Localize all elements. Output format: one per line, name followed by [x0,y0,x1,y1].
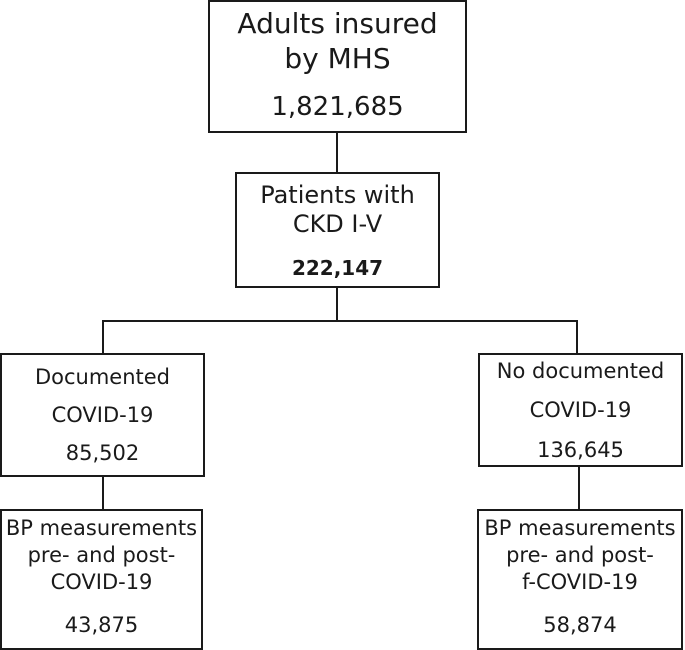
connector-documented-to-bp [102,477,104,509]
node-adults-insured-line1: Adults insured [237,7,438,40]
node-ckd-count: 222,147 [291,256,384,280]
node-documented-line2: COVID-19 [51,403,154,427]
node-adults-insured-line2: by MHS [284,42,391,75]
node-no-documented-covid: No documented COVID-19 136,645 [478,353,683,467]
node-bp-documented: BP measurements pre- and post- COVID-19 … [0,509,203,650]
node-documented-line1: Documented [34,365,171,389]
connector-branch-left-down [102,320,104,353]
node-ckd-patients: Patients with CKD I-V 222,147 [235,172,440,288]
node-bp-documented-line1: BP measurements [5,516,198,540]
node-ckd-line1: Patients with [260,181,415,209]
node-documented-covid: Documented COVID-19 85,502 [0,353,205,477]
connector-root-to-ckd [336,133,338,172]
node-bp-no-documented-count: 58,874 [543,613,617,637]
connector-ckd-down [336,288,338,321]
node-ckd-line2: CKD I-V [292,210,383,238]
node-bp-documented-line3: COVID-19 [50,570,153,594]
connector-nodocumented-to-bp [578,467,580,509]
node-bp-no-documented-line3: f-COVID-19 [522,570,638,594]
node-bp-documented-count: 43,875 [64,613,139,637]
node-bp-documented-line2: pre- and post- [27,543,176,567]
node-bp-no-documented: BP measurements pre- and post- f-COVID-1… [477,509,683,650]
node-bp-no-documented-line2: pre- and post- [506,543,654,567]
node-no-documented-line2: COVID-19 [529,398,632,422]
node-adults-insured-count: 1,821,685 [271,92,404,122]
connector-branch-right-down [576,320,578,353]
node-adults-insured: Adults insured by MHS 1,821,685 [208,0,467,133]
node-documented-count: 85,502 [65,441,140,465]
node-no-documented-line1: No documented [496,359,665,383]
node-bp-no-documented-line1: BP measurements [484,516,676,540]
connector-horizontal-branch [102,320,577,322]
node-no-documented-count: 136,645 [537,438,624,462]
